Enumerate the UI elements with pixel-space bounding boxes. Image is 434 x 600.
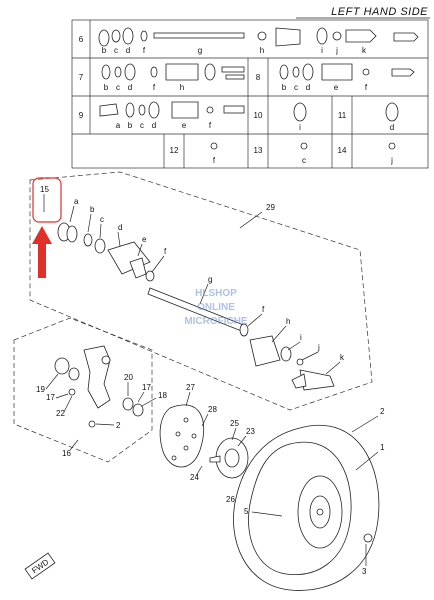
callout-27: 27	[186, 383, 195, 392]
shaft-letter-f: f	[164, 247, 167, 256]
grid-row-7: 7	[79, 73, 84, 82]
grid-letter: f	[213, 156, 216, 165]
grid-row-12-part	[210, 142, 218, 150]
watermark-line-1: HLSHOP	[195, 288, 237, 299]
grid-letter: e	[182, 121, 187, 130]
grid-letter: i	[321, 46, 323, 55]
knuckle-group-outline	[13, 317, 153, 463]
shaft-letter-b: b	[90, 205, 95, 214]
callout-1: 1	[380, 443, 385, 452]
grid-letter: b	[104, 83, 109, 92]
grid-row-8: 8	[256, 73, 261, 82]
valve-part	[363, 533, 373, 543]
grid-row-13-part	[300, 142, 308, 150]
callout-2b: 2	[380, 407, 385, 416]
shaft-letter-i: i	[300, 333, 302, 342]
shaft-letter-h: h	[286, 317, 290, 326]
grid-letter: i	[299, 123, 301, 132]
grid-letter: f	[209, 121, 212, 130]
callout-25: 25	[230, 419, 239, 428]
grid-letter: d	[390, 123, 394, 132]
callout-2a: 2	[116, 421, 121, 430]
callout-28: 28	[208, 405, 217, 414]
grid-letter: a	[116, 121, 121, 130]
callout-5: 5	[244, 507, 249, 516]
callout-3: 3	[362, 567, 367, 576]
grid-letter: d	[152, 121, 156, 130]
grid-letter: b	[128, 121, 133, 130]
grid-letter: c	[294, 83, 298, 92]
callout-22: 22	[56, 409, 65, 418]
grid-row-6-parts: b c d f g h i j k	[98, 27, 419, 55]
grid-letter: c	[302, 156, 306, 165]
grid-row-9-parts: a b c d e f	[99, 101, 245, 130]
callout-26: 26	[226, 495, 235, 504]
grid-row-6: 6	[79, 35, 84, 44]
drive-shaft-assembly	[57, 222, 335, 391]
shaft-letter-e: e	[142, 235, 147, 244]
callout-16: 16	[62, 449, 71, 458]
grid-row-11-part	[385, 102, 399, 122]
grid-letter: d	[306, 83, 310, 92]
key-grid: 6 7 8 9 10 11 12 13 14 b c d f g h i	[71, 19, 429, 169]
fwd-badge: FWD	[24, 552, 56, 580]
grid-letter: e	[334, 83, 339, 92]
grid-row-9: 9	[79, 111, 84, 120]
grid-letter: j	[390, 156, 393, 165]
grid-row-10-part	[293, 102, 307, 122]
grid-letter: c	[116, 83, 120, 92]
watermark-line-3: MICROFICHE	[184, 316, 248, 327]
grid-letter: d	[126, 46, 130, 55]
grid-letter: b	[102, 46, 107, 55]
grid-row-14: 14	[338, 146, 347, 155]
callout-24: 24	[190, 473, 199, 482]
callout-29: 29	[266, 203, 275, 212]
callout-15: 15	[40, 185, 49, 194]
grid-letter: d	[128, 83, 132, 92]
header-title: LEFT HAND SIDE	[331, 6, 428, 18]
callout-18: 18	[158, 391, 167, 400]
callout-17b: 17	[142, 383, 151, 392]
grid-letter: c	[114, 46, 118, 55]
grid-letter: f	[365, 83, 368, 92]
grid-letter: j	[335, 46, 338, 55]
shaft-letter-c: c	[100, 215, 104, 224]
grid-letter: c	[140, 121, 144, 130]
highlight-box-15	[32, 177, 62, 223]
grid-row-13: 13	[254, 146, 263, 155]
grid-row-14-part	[388, 142, 396, 150]
grid-row-8-parts: b c d e f	[279, 63, 415, 92]
knuckle-assembly	[54, 345, 144, 428]
callout-23: 23	[246, 427, 255, 436]
grid-row-10: 10	[254, 111, 263, 120]
grid-letter: b	[282, 83, 287, 92]
shaft-letter-k: k	[340, 353, 345, 362]
shaft-letter-d: d	[118, 223, 122, 232]
grid-row-7-parts: b c d f h	[101, 63, 245, 92]
shaft-letter-a: a	[74, 197, 79, 206]
watermark: HLSHOP ONLINE MICROFICHE	[184, 288, 248, 327]
wheel-tire	[233, 425, 380, 591]
shaft-group-outline	[29, 171, 373, 411]
watermark-line-2: ONLINE	[197, 302, 235, 313]
grid-letter: g	[198, 46, 202, 55]
shaft-letter-g: g	[208, 275, 212, 284]
grid-letter: h	[260, 46, 264, 55]
grid-row-11: 11	[338, 111, 347, 120]
brake-disc	[159, 404, 204, 468]
grid-letter: f	[153, 83, 156, 92]
shaft-letter-f2: f	[262, 305, 265, 314]
grid-letter: k	[362, 46, 367, 55]
callout-17a: 17	[46, 393, 55, 402]
grid-letter: f	[143, 46, 146, 55]
callout-19: 19	[36, 385, 45, 394]
callout-20: 20	[124, 373, 133, 382]
grid-letter: h	[180, 83, 184, 92]
indicator-arrow	[32, 226, 52, 278]
grid-row-12: 12	[170, 146, 179, 155]
shaft-letter-j: j	[317, 343, 320, 352]
